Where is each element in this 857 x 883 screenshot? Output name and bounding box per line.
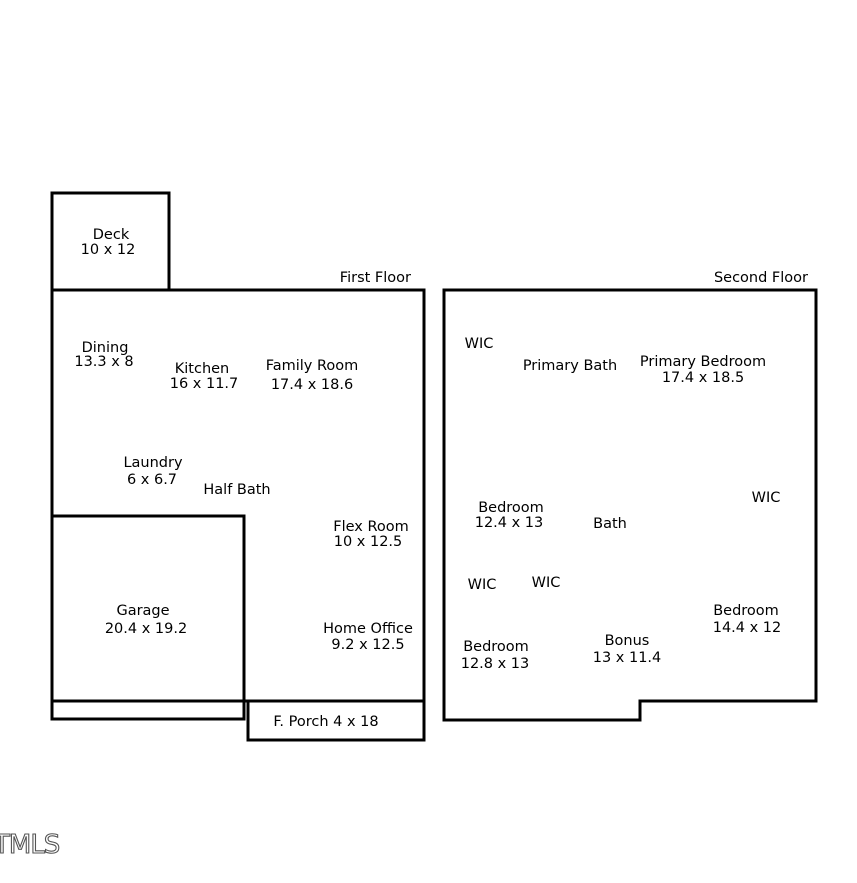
room-bedroom-1-size: 12.4 x 13 bbox=[475, 515, 544, 531]
room-family-room-name: Family Room bbox=[266, 358, 359, 374]
room-front-porch-name: F. Porch 4 x 18 bbox=[273, 714, 378, 730]
room-bedroom-2-name: Bedroom bbox=[713, 603, 779, 619]
tmls-watermark-logo: TMLS bbox=[0, 829, 61, 860]
room-bedroom-2-size: 14.4 x 12 bbox=[713, 620, 782, 636]
room-kitchen-name: Kitchen bbox=[175, 361, 230, 377]
room-flex-room-name: Flex Room bbox=[333, 519, 409, 535]
second-floor-title: Second Floor bbox=[714, 270, 808, 286]
second-floor-outline bbox=[442, 288, 818, 722]
room-wic-3-name: WIC bbox=[468, 577, 497, 593]
first-floor-outline bbox=[50, 288, 426, 703]
room-bedroom-3-size: 12.8 x 13 bbox=[461, 656, 530, 672]
room-bedroom-1-name: Bedroom bbox=[478, 500, 544, 516]
room-garage-size: 20.4 x 19.2 bbox=[105, 621, 187, 637]
room-dining-name: Dining bbox=[82, 340, 129, 356]
room-deck-size: 10 x 12 bbox=[81, 242, 136, 258]
room-bonus-name: Bonus bbox=[605, 633, 650, 649]
room-family-room-size: 17.4 x 18.6 bbox=[271, 377, 353, 393]
room-bonus-size: 13 x 11.4 bbox=[593, 650, 662, 666]
room-wic-2-name: WIC bbox=[752, 490, 781, 506]
room-deck-name: Deck bbox=[93, 227, 130, 243]
room-primary-bath-name: Primary Bath bbox=[523, 358, 617, 374]
front-porch-outline bbox=[246, 699, 426, 742]
first-floor-title: First Floor bbox=[340, 270, 411, 286]
room-wic-1-name: WIC bbox=[465, 336, 494, 352]
room-dining-size: 13.3 x 8 bbox=[74, 354, 133, 370]
garage-outline bbox=[50, 514, 246, 721]
second-floor: Second Floor WIC Primary Bath Primary Be… bbox=[442, 270, 818, 722]
room-flex-room-size: 10 x 12.5 bbox=[334, 534, 403, 550]
room-primary-bedroom-name: Primary Bedroom bbox=[640, 354, 766, 370]
room-home-office-size: 9.2 x 12.5 bbox=[331, 637, 404, 653]
first-floor: First Floor Deck 10 x 12 Dining 13.3 x 8… bbox=[50, 191, 426, 742]
room-wic-4-name: WIC bbox=[532, 575, 561, 591]
room-half-bath-name: Half Bath bbox=[203, 482, 270, 498]
room-home-office-name: Home Office bbox=[323, 621, 413, 637]
watermark-text: TMLS bbox=[0, 830, 60, 860]
room-laundry-name: Laundry bbox=[123, 455, 183, 471]
room-primary-bedroom-size: 17.4 x 18.5 bbox=[662, 370, 744, 386]
room-bedroom-3-name: Bedroom bbox=[463, 639, 529, 655]
room-kitchen-size: 16 x 11.7 bbox=[170, 376, 239, 392]
room-bath-name: Bath bbox=[593, 516, 627, 532]
room-laundry-size: 6 x 6.7 bbox=[127, 472, 177, 488]
room-garage-name: Garage bbox=[116, 603, 169, 619]
